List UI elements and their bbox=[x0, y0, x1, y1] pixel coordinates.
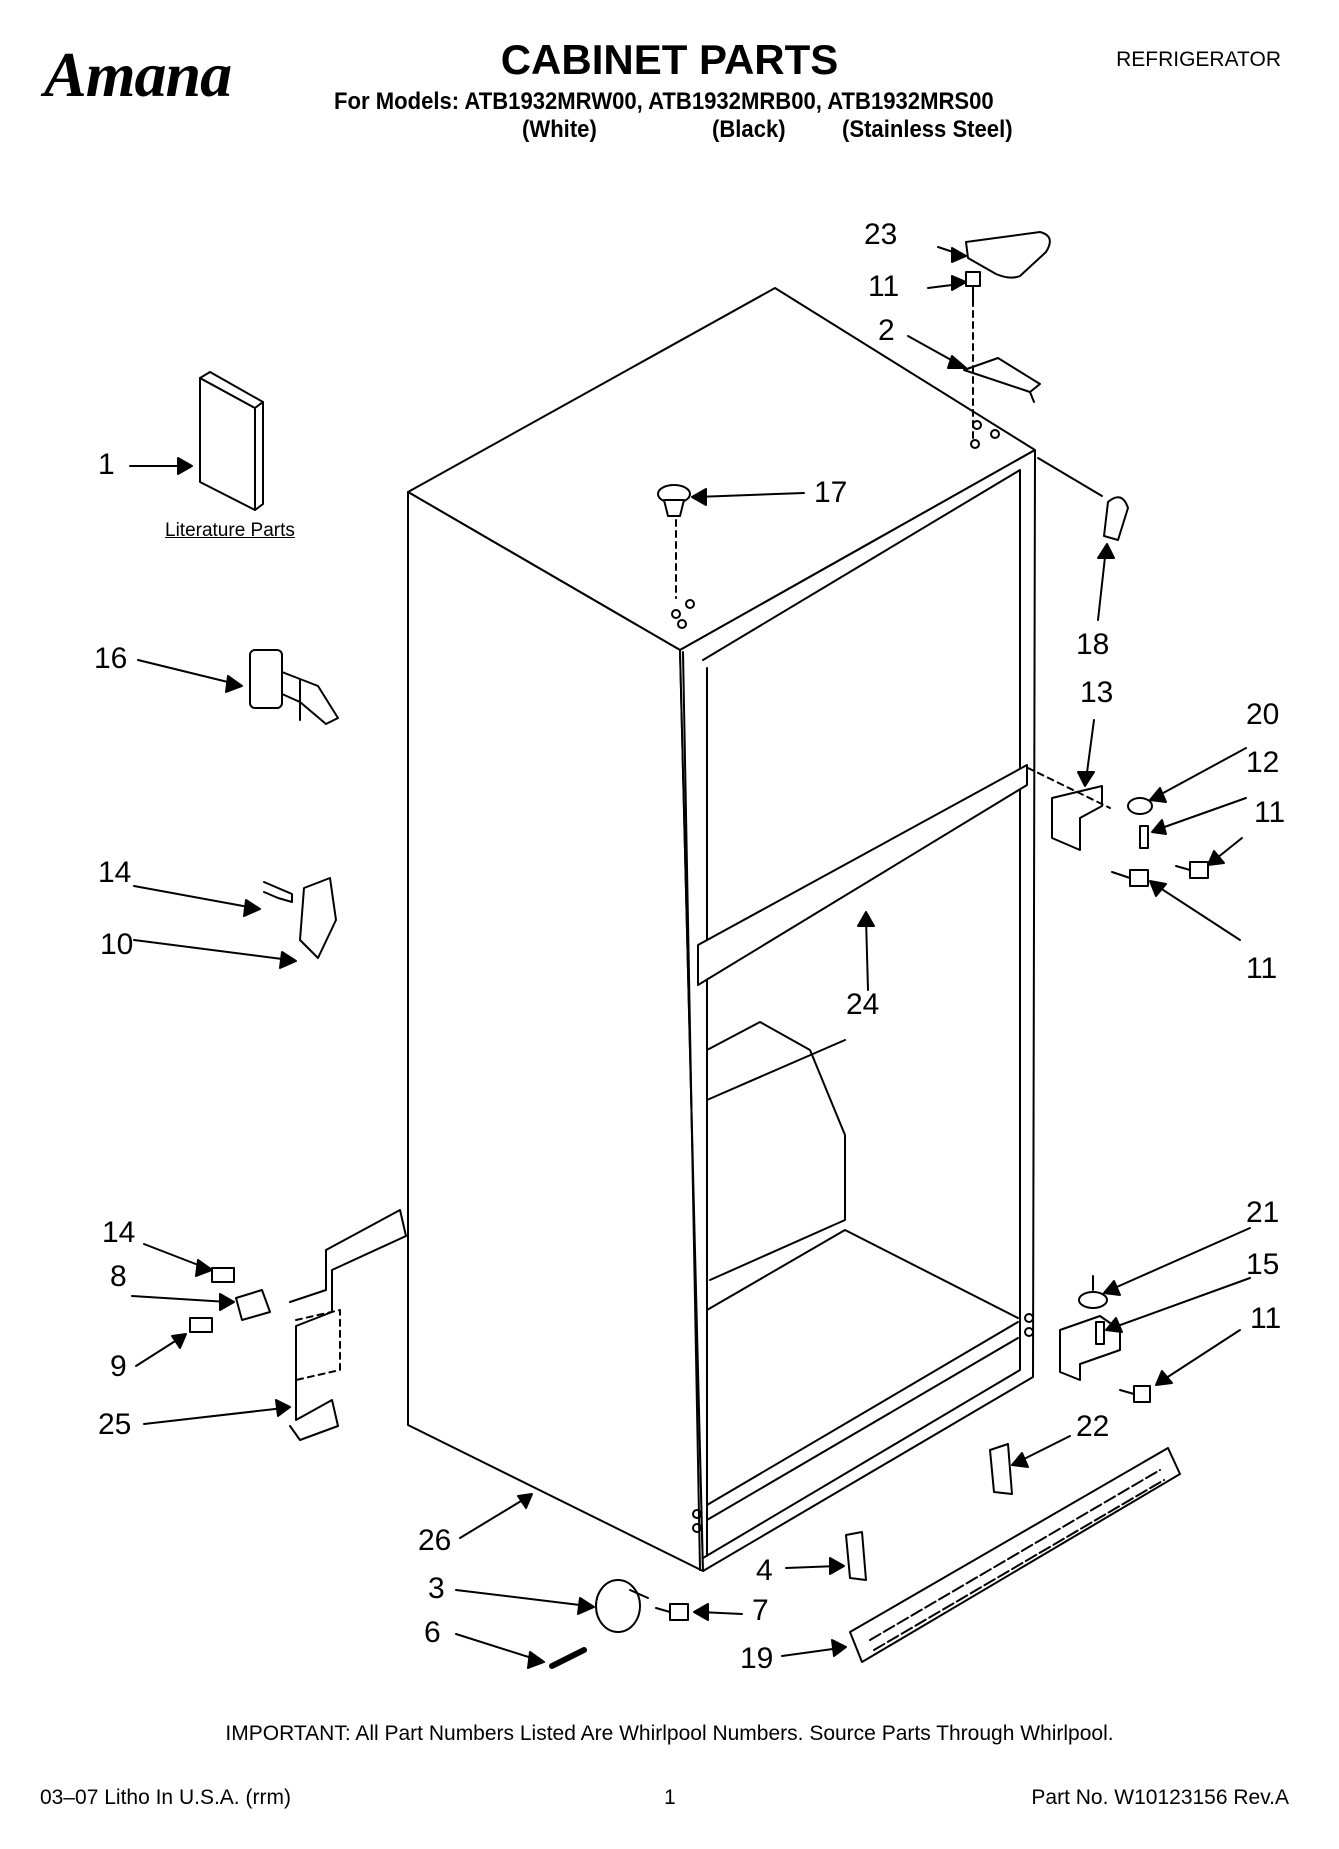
part-14-upper bbox=[263, 881, 293, 903]
callout-11: 11 bbox=[868, 270, 900, 303]
important-notice: IMPORTANT: All Part Numbers Listed Are W… bbox=[225, 1722, 1114, 1745]
page-title: CABINET PARTS bbox=[500, 36, 839, 83]
callout-22: 22 bbox=[1076, 1410, 1110, 1443]
callout-7: 7 bbox=[752, 1594, 769, 1627]
part-2 bbox=[963, 299, 1041, 441]
part-3 bbox=[595, 1579, 649, 1633]
callout-14: 14 bbox=[98, 856, 132, 889]
part-14-lower bbox=[211, 1267, 235, 1283]
part-18 bbox=[1037, 457, 1129, 541]
part-15 bbox=[1059, 1315, 1121, 1381]
variant-black: (Black) bbox=[712, 116, 786, 143]
literature-parts-label: Literature Parts bbox=[165, 520, 295, 541]
callout-26: 26 bbox=[418, 1524, 452, 1557]
part-13 bbox=[1027, 767, 1111, 851]
literature-parts-icon bbox=[199, 371, 264, 511]
part-17 bbox=[657, 484, 691, 599]
part-7 bbox=[655, 1603, 689, 1621]
callout-1: 1 bbox=[98, 448, 115, 481]
part-20 bbox=[1127, 797, 1153, 815]
part-22 bbox=[989, 1443, 1013, 1495]
part-11-right-a bbox=[1175, 861, 1209, 879]
part-19 bbox=[849, 1447, 1181, 1663]
part-12 bbox=[1139, 825, 1149, 849]
callout-6: 6 bbox=[424, 1616, 441, 1649]
callout-23: 23 bbox=[864, 218, 898, 251]
callout-4: 4 bbox=[756, 1554, 773, 1587]
part-11-top bbox=[965, 271, 981, 301]
part-11-right-b bbox=[1111, 869, 1149, 887]
callout-25: 25 bbox=[98, 1408, 132, 1441]
callout-19: 19 bbox=[740, 1642, 774, 1675]
callout-11: 11 bbox=[1254, 796, 1286, 829]
part-10 bbox=[299, 877, 337, 959]
part-16 bbox=[249, 649, 339, 725]
part-21 bbox=[1078, 1275, 1108, 1309]
category-label: REFRIGERATOR bbox=[1116, 48, 1281, 71]
callout-14: 14 bbox=[102, 1216, 136, 1249]
callout-18: 18 bbox=[1076, 628, 1110, 661]
callout-9: 9 bbox=[110, 1350, 127, 1383]
callout-20: 20 bbox=[1246, 698, 1280, 731]
part-23 bbox=[965, 231, 1051, 279]
callout-11: 11 bbox=[1250, 1302, 1282, 1335]
callout-8: 8 bbox=[110, 1260, 127, 1293]
part-8 bbox=[235, 1289, 271, 1321]
part-6 bbox=[549, 1647, 587, 1669]
callout-21: 21 bbox=[1246, 1196, 1280, 1229]
callout-11: 11 bbox=[1246, 952, 1278, 985]
callout-17: 17 bbox=[814, 476, 848, 509]
print-info: 03–07 Litho In U.S.A. (rrm) bbox=[40, 1786, 291, 1809]
callout-12: 12 bbox=[1246, 746, 1280, 779]
models-line: For Models: ATB1932MRW00, ATB1932MRB00, … bbox=[334, 88, 994, 115]
part-9 bbox=[189, 1317, 213, 1333]
callout-15: 15 bbox=[1246, 1248, 1280, 1281]
callout-3: 3 bbox=[428, 1572, 445, 1605]
brand-logo: Amana bbox=[44, 39, 232, 110]
variant-white: (White) bbox=[522, 116, 597, 143]
part-number: Part No. W10123156 Rev.A bbox=[1031, 1786, 1289, 1809]
callout-16: 16 bbox=[94, 642, 128, 675]
part-4 bbox=[845, 1531, 867, 1581]
callout-2: 2 bbox=[878, 314, 895, 347]
leader-lines bbox=[129, 246, 1251, 1669]
cabinet-body bbox=[407, 287, 1036, 1572]
variant-stainless: (Stainless Steel) bbox=[842, 116, 1013, 143]
callout-24: 24 bbox=[846, 988, 880, 1021]
callout-10: 10 bbox=[100, 928, 134, 961]
part-11-lower bbox=[1119, 1385, 1151, 1403]
page-number: 1 bbox=[664, 1786, 676, 1809]
callout-13: 13 bbox=[1080, 676, 1114, 709]
part-25 bbox=[289, 1209, 407, 1441]
